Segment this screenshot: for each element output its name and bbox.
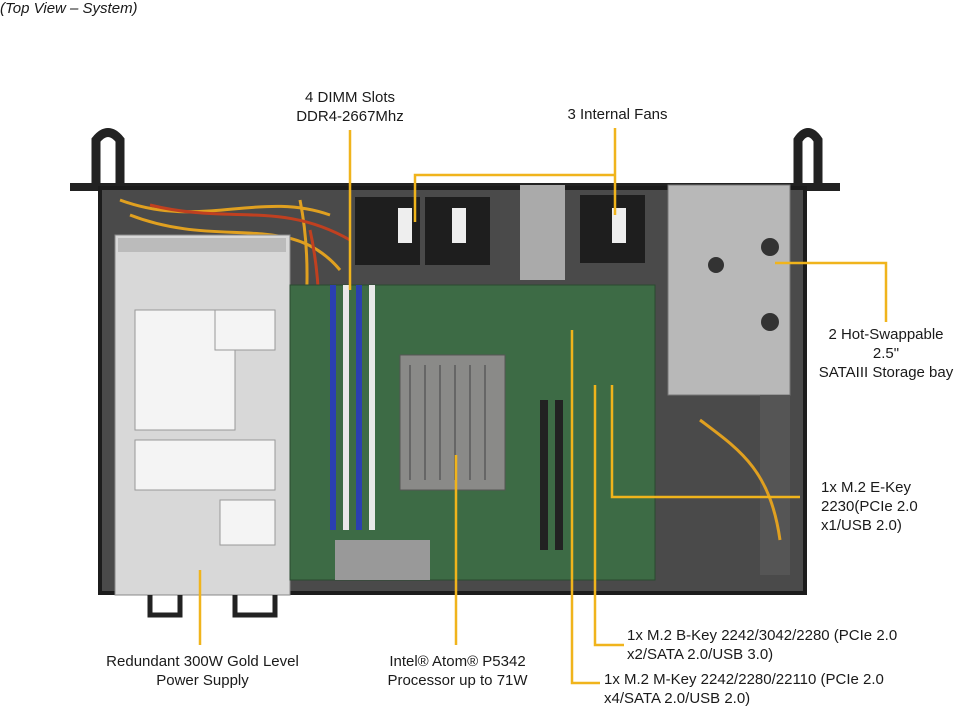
callout-text: SATAIII Storage bay: [818, 364, 954, 381]
callout-text: Intel® Atom® P5342: [389, 653, 526, 670]
storage-bay: [667, 184, 791, 396]
callout-m2-e-key: 1x M.2 E-Key 2230(PCIe 2.0 x1/USB 2.0): [821, 478, 918, 535]
callout-power-supply: Redundant 300W Gold Level Power Supply: [95, 652, 310, 690]
callout-text: x1/USB 2.0): [821, 517, 902, 534]
callout-text: 2 Hot-Swappable: [828, 326, 944, 343]
callout-storage-bay: 2 Hot-Swappable 2.5" SATAIII Storage bay: [806, 325, 960, 382]
callout-fans: 3 Internal Fans: [545, 105, 690, 124]
callout-text: x2/SATA 2.0/USB 3.0): [627, 646, 774, 663]
cpu-heatsink: [399, 354, 506, 491]
callout-text: Redundant 300W Gold Level: [106, 653, 299, 670]
view-title: (Top View – System): [0, 0, 138, 17]
callout-m2-b-key: 1x M.2 B-Key 2242/3042/2280 (PCIe 2.0 x2…: [627, 626, 897, 664]
callout-text: 2.5": [872, 345, 900, 362]
callout-text: 1x M.2 B-Key 2242/3042/2280 (PCIe 2.0: [627, 627, 898, 644]
callout-text: DDR4-2667Mhz: [296, 108, 404, 125]
left-rack-handle: [91, 128, 125, 185]
fans: [355, 185, 645, 280]
right-rack-handle: [793, 128, 823, 185]
callout-text: Processor up to 71W: [387, 672, 528, 689]
callout-processor: Intel® Atom® P5342 Processor up to 71W: [365, 652, 550, 690]
callout-text: 3 Internal Fans: [567, 106, 668, 123]
callout-dimm-slots: 4 DIMM Slots DDR4-2667Mhz: [285, 88, 415, 126]
callout-text: 1x M.2 M-Key 2242/2280/22110 (PCIe 2.0: [604, 671, 884, 688]
callout-text: x4/SATA 2.0/USB 2.0): [604, 690, 751, 707]
dimm-slots: [330, 285, 375, 530]
callout-lines: [198, 128, 888, 685]
callout-text: 2230(PCIe 2.0: [821, 498, 918, 515]
callout-text: Power Supply: [156, 672, 249, 689]
callout-text: 1x M.2 E-Key: [821, 479, 912, 496]
callout-text: 4 DIMM Slots: [304, 89, 395, 106]
callout-m2-m-key: 1x M.2 M-Key 2242/2280/22110 (PCIe 2.0 x…: [604, 670, 884, 708]
